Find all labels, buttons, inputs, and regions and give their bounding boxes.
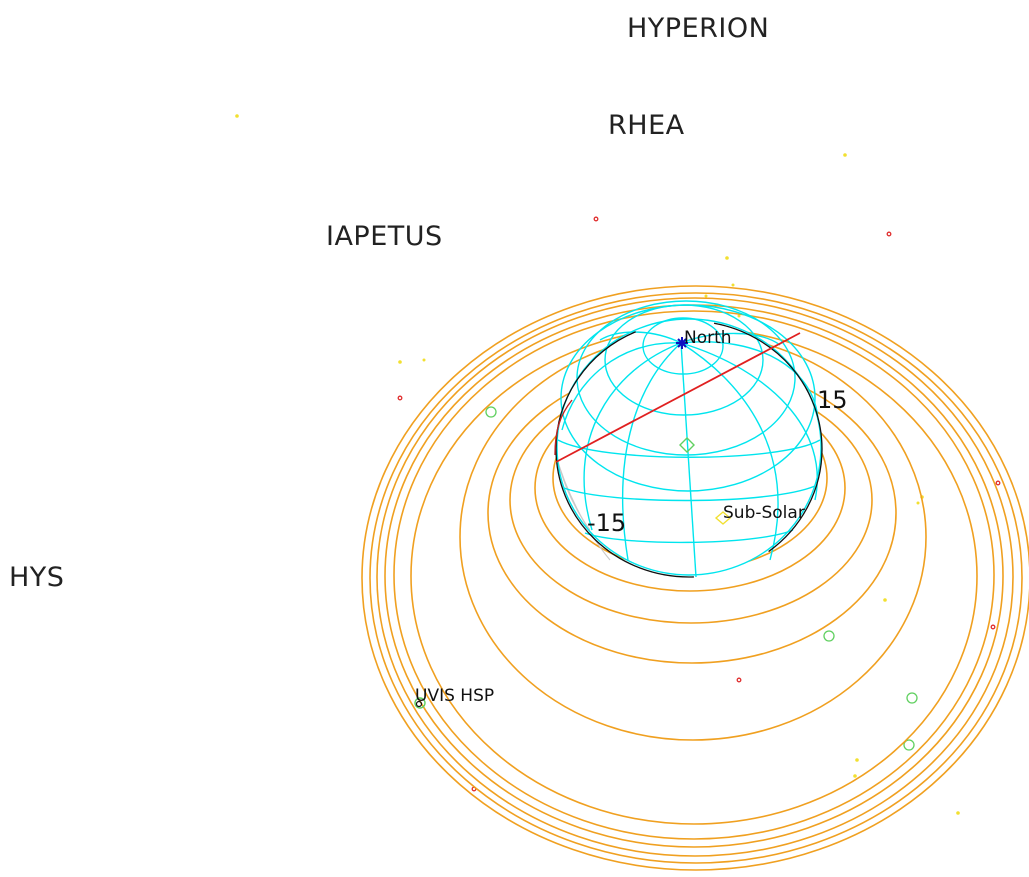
field-point xyxy=(886,231,892,237)
meridian xyxy=(680,332,781,346)
sub-solar-label: Sub-Solar xyxy=(723,503,805,523)
field-point xyxy=(731,283,735,287)
field-point xyxy=(990,624,996,630)
field-point xyxy=(422,358,426,362)
field-point xyxy=(883,598,887,602)
planet-outline xyxy=(555,320,823,578)
latitude-label-pos: 15 xyxy=(817,386,848,414)
field-point xyxy=(704,294,708,298)
moon-label-tethys: HYS xyxy=(9,562,64,593)
uvis-hsp-marker: UVIS HSP xyxy=(414,686,494,709)
sub-spacecraft-diamond xyxy=(679,437,695,453)
instrument-circle xyxy=(414,697,426,709)
meridian xyxy=(561,342,682,431)
field-point xyxy=(995,480,1001,486)
sub-solar-diamond xyxy=(714,511,732,525)
ring xyxy=(376,297,1014,857)
field-point xyxy=(956,811,960,815)
field-point xyxy=(916,501,920,505)
field-point xyxy=(485,406,497,418)
north-label: North xyxy=(684,328,732,348)
field-point xyxy=(593,216,599,222)
field-point xyxy=(906,692,918,704)
meridian xyxy=(621,342,682,561)
latitude-line xyxy=(557,439,821,458)
north-pole-marker xyxy=(676,337,688,349)
limb-terminator xyxy=(554,399,573,456)
instrument-label: UVIS HSP xyxy=(415,686,494,706)
latitude-label-neg: -15 xyxy=(587,509,626,537)
field-point xyxy=(397,395,403,401)
ring xyxy=(361,285,1029,871)
meridian xyxy=(583,342,682,531)
planet-globe xyxy=(554,300,823,578)
field-point xyxy=(843,153,847,157)
field-point xyxy=(398,360,402,364)
moon-label-iapetus: IAPETUS xyxy=(326,221,443,252)
meridian xyxy=(680,342,818,501)
ring xyxy=(393,310,995,840)
instrument-dot xyxy=(415,700,423,708)
field-point xyxy=(737,314,741,318)
lat-lon-grid xyxy=(556,300,822,578)
field-point xyxy=(853,774,857,778)
meridian xyxy=(680,342,697,578)
terminator-line xyxy=(555,332,801,463)
moon-label-rhea: RHEA xyxy=(608,110,685,141)
meridian xyxy=(680,341,819,421)
moon-label-hyperion: HYPERION xyxy=(627,13,769,44)
ring xyxy=(369,292,1023,864)
field-point xyxy=(823,630,835,642)
field-point xyxy=(235,114,239,118)
meridian xyxy=(680,342,779,561)
field-point xyxy=(903,739,915,751)
latitude-line xyxy=(563,485,816,502)
meridian xyxy=(599,331,682,344)
limb-outline xyxy=(556,318,822,576)
latitude-line xyxy=(560,304,816,492)
field-point xyxy=(725,256,729,260)
field-point xyxy=(855,758,859,762)
field-point xyxy=(736,677,742,683)
